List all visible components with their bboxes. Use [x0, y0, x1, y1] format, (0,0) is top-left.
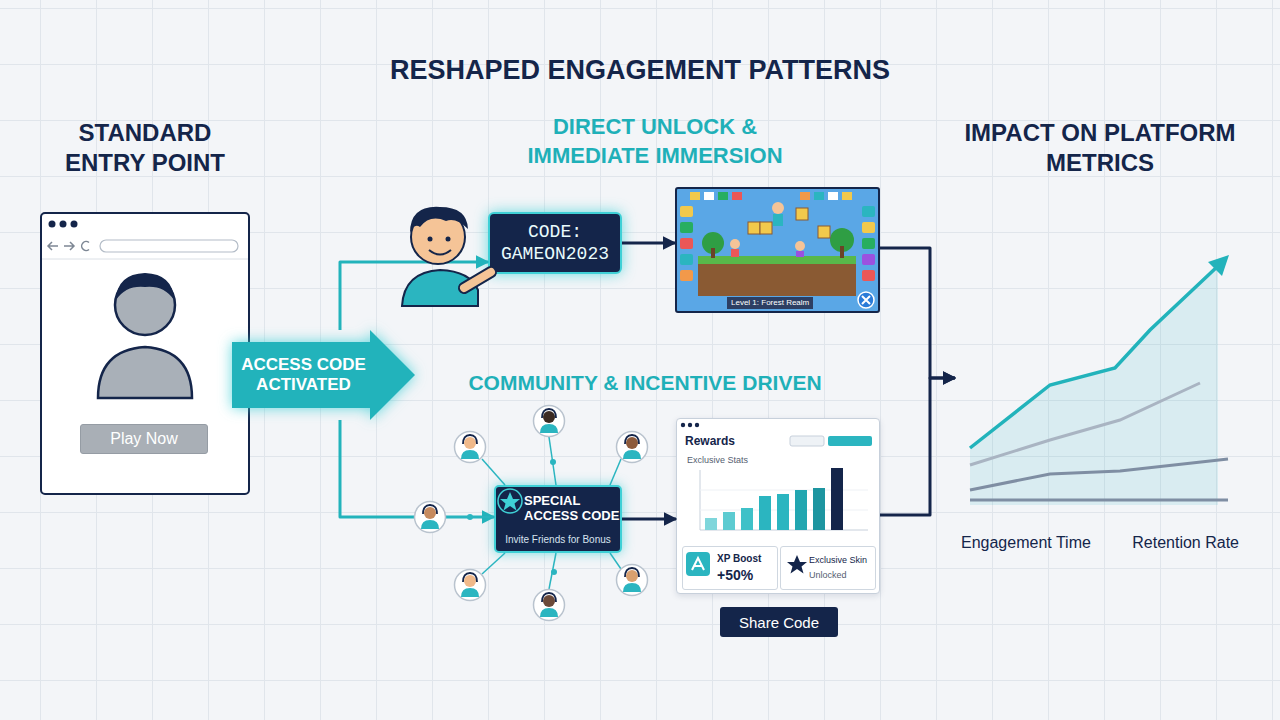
axis-label: Retention Rate [1132, 533, 1239, 552]
network-links-part [467, 514, 473, 520]
metrics-chart-art-part [1208, 255, 1229, 276]
code-box: CODE: GAMEON2023 [488, 212, 622, 274]
card-value: Unlocked [809, 570, 847, 581]
play-button: Play Now [80, 424, 208, 454]
network-links-part [549, 437, 556, 485]
network-links-part [610, 459, 621, 485]
flow-arrow [622, 518, 676, 521]
network-links-part [482, 553, 505, 574]
axis-label: Engagement Time [961, 533, 1091, 552]
person-pointing-part [446, 237, 451, 242]
button-label: Share Code [720, 607, 838, 637]
arrow-label: ACCESS CODE ACTIVATED [232, 330, 375, 420]
button-label: Play Now [81, 425, 207, 453]
section-heading: COMMUNITY & INCENTIVE DRIVEN [415, 370, 875, 395]
rewards-panel: RewardsExclusive Stats XP Boost +50% Exclus… [676, 418, 880, 594]
metrics-chart-art-part [970, 266, 1218, 505]
network-links-part [446, 516, 494, 518]
network-links-part [482, 459, 505, 485]
flow-arrow [622, 242, 675, 245]
metrics-chart-art-part [970, 266, 1218, 448]
diagram-title: RESHAPED ENGAGEMENT PATTERNS [0, 54, 1280, 86]
access-arrow: ACCESS CODE ACTIVATED [232, 330, 415, 420]
section-heading: STANDARD ENTRY POINT [45, 118, 245, 178]
metrics-chart-art-part [970, 459, 1228, 490]
section-heading: DIRECT UNLOCK & IMMEDIATE IMMERSION [500, 113, 810, 170]
person-pointing-part [411, 210, 465, 264]
network-links-part [551, 569, 557, 575]
network-links-part [455, 570, 486, 601]
arrow-shape-fill [232, 330, 415, 420]
panel-title: Rewards [685, 434, 735, 448]
network-links-part [534, 406, 565, 437]
network-links-part [550, 459, 556, 465]
metrics-chart: IMPACT ON PLATFORM METRICS Engagement Tim… [955, 118, 1245, 563]
chart-title: Exclusive Stats [687, 455, 748, 466]
box-heading: SPECIAL ACCESS CODE [524, 494, 620, 524]
network-links-part [617, 432, 648, 463]
card-value: +50% [717, 567, 753, 584]
person-pointing-part [429, 250, 451, 255]
card-title: XP Boost [717, 553, 761, 565]
metrics-chart-art-part [970, 383, 1200, 465]
share-button: Share Code [720, 607, 838, 637]
box-subtext: Invite Friends for Bonus [498, 534, 618, 546]
person-pointing-part [464, 272, 491, 288]
card-title: Exclusive Skin [809, 555, 867, 566]
flow-arrow [880, 378, 955, 515]
metrics-chart-art [970, 255, 1229, 505]
person-pointing [402, 207, 491, 306]
metrics-chart-art-part [970, 499, 1228, 502]
reward-card: XP Boost +50% [682, 546, 778, 590]
network-links-part [455, 432, 486, 463]
access-code: CODE: GAMEON2023 [490, 214, 620, 272]
person-pointing-part [410, 207, 468, 233]
entry-window: STANDARD ENTRY POINT Play Now [30, 118, 260, 498]
network-links-part [415, 502, 446, 533]
network-links-part [610, 553, 621, 569]
person-pointing-part [428, 237, 433, 242]
flow-arrow [340, 420, 494, 517]
person-pointing-part [402, 270, 478, 306]
person-pointing-part [464, 272, 491, 288]
section-heading: IMPACT ON PLATFORM METRICS [960, 118, 1240, 178]
reward-card: Exclusive SkinUnlocked [780, 546, 876, 590]
game-screen: Level 1: Forest Realm [675, 187, 880, 313]
network-links-part [617, 565, 648, 596]
network-links-part [534, 590, 565, 621]
network-links [415, 406, 648, 621]
game-caption: Level 1: Forest Realm [727, 297, 813, 309]
network-links-part [549, 553, 556, 589]
flow-arrow [340, 262, 488, 330]
special-code-box: SPECIAL ACCESS CODE Invite Friends for Bo… [494, 485, 622, 553]
flow-arrow [880, 248, 955, 378]
